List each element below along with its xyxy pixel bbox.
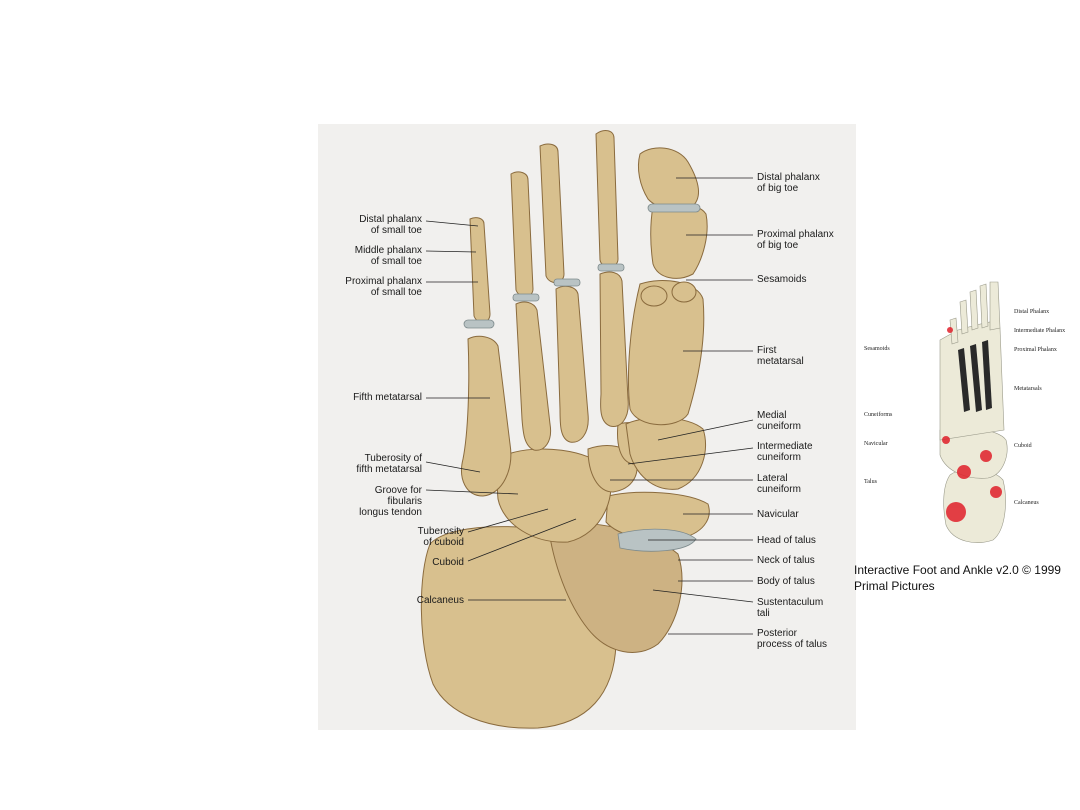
label-navicular: Navicular xyxy=(757,509,799,520)
mini-highlight xyxy=(980,450,992,462)
leader-line xyxy=(425,220,479,227)
label-medial-cuneiform: Medial cuneiform xyxy=(757,410,801,432)
leader-line xyxy=(425,489,519,495)
mini-metatarsal-shadow xyxy=(958,348,970,412)
mini-label-talus: Talus xyxy=(864,479,877,485)
mini-toe-2 xyxy=(979,283,989,329)
label-groove-fibularis: Groove for fibularis longus tendon xyxy=(359,485,422,518)
cuboid-bone xyxy=(497,448,612,543)
mini-label-distal-phalanx: Distal Phalanx xyxy=(1014,309,1050,315)
joint-cartilage xyxy=(553,278,581,287)
mini-metatarsals xyxy=(939,321,1005,441)
mini-metatarsal-shadow xyxy=(982,340,992,410)
second-toe-bones xyxy=(595,130,619,268)
joint-cartilage xyxy=(463,319,495,329)
joint-cartilage xyxy=(647,203,701,213)
figure-caption: Interactive Foot and Ankle v2.0 © 1999 P… xyxy=(854,563,1061,593)
mini-metatarsal-shadow xyxy=(970,344,982,412)
big-toe-distal-phalanx-bone xyxy=(637,147,699,210)
label-cuboid: Cuboid xyxy=(432,557,464,568)
leader-line xyxy=(467,518,577,562)
mini-toe-4 xyxy=(959,299,969,335)
mini-label-cuboid: Cuboid xyxy=(1014,443,1032,449)
mini-label-proximal-phalanx: Proximal Phalanx xyxy=(1014,347,1057,353)
leader-line xyxy=(652,589,754,603)
mini-highlight xyxy=(942,436,950,444)
label-distal-phalanx-small-toe: Distal phalanx of small toe xyxy=(359,214,422,236)
label-first-metatarsal: First metatarsal xyxy=(757,345,804,367)
second-metatarsal-bone xyxy=(599,271,629,428)
leader-line xyxy=(425,250,477,253)
leader-line xyxy=(425,461,481,473)
mini-toe-5 xyxy=(949,317,959,345)
mini-highlight xyxy=(990,486,1002,498)
mini-label-sesamoids: Sesamoids xyxy=(864,346,890,352)
fifth-toe-bones xyxy=(469,217,491,323)
joint-cartilage xyxy=(597,263,625,272)
mini-label-calcaneus: Calcaneus xyxy=(1014,500,1039,506)
label-intermediate-cuneiform: Intermediate cuneiform xyxy=(757,441,813,463)
mini-label-navicular: Navicular xyxy=(864,441,888,447)
mini-highlight xyxy=(946,502,966,522)
leader-line xyxy=(627,447,754,465)
label-sustentaculum-tali: Sustentaculum tali xyxy=(757,597,824,619)
sesamoid-lateral xyxy=(640,285,668,307)
label-tuberosity-fifth-metatarsal: Tuberosity of fifth metatarsal xyxy=(356,453,422,475)
sesamoid-medial xyxy=(671,281,697,303)
first-metatarsal-bone xyxy=(627,280,705,426)
mini-highlight xyxy=(947,327,953,333)
third-toe-bones xyxy=(539,143,565,283)
label-middle-phalanx-small-toe: Middle phalanx of small toe xyxy=(354,245,422,267)
foot-anatomy-figure: Distal phalanx of small toe Middle phala… xyxy=(318,124,856,730)
fourth-toe-bones xyxy=(510,171,534,298)
mini-foot-figure: Distal Phalanx Intermediate Phalanx Prox… xyxy=(858,280,1080,560)
label-fifth-metatarsal: Fifth metatarsal xyxy=(353,392,422,403)
label-sesamoids: Sesamoids xyxy=(757,274,807,285)
third-metatarsal-bone xyxy=(555,285,589,443)
mini-foot-drawing xyxy=(939,281,1008,543)
fourth-metatarsal-bone xyxy=(515,301,552,451)
mini-label-cuneiforms: Cuneiforms xyxy=(864,412,893,418)
mini-label-intermediate-phalanx: Intermediate Phalanx xyxy=(1014,328,1066,334)
label-proximal-phalanx-big-toe: Proximal phalanx of big toe xyxy=(757,229,834,251)
leader-line xyxy=(467,508,549,533)
medial-cuneiform-bone xyxy=(625,417,707,490)
label-lateral-cuneiform: Lateral cuneiform xyxy=(757,473,801,495)
foot-bones-drawing xyxy=(420,130,754,729)
label-proximal-phalanx-small-toe: Proximal phalanx of small toe xyxy=(345,276,422,298)
label-body-of-talus: Body of talus xyxy=(757,576,815,587)
leader-line xyxy=(657,419,754,441)
label-tuberosity-cuboid: Tuberosity of cuboid xyxy=(417,526,464,548)
mini-toe-1 xyxy=(989,281,1001,331)
mini-toe-3 xyxy=(969,289,979,331)
fifth-metatarsal-bone xyxy=(461,335,512,497)
joint-cartilage xyxy=(512,293,540,302)
big-toe-proximal-phalanx-bone xyxy=(650,202,708,279)
mini-label-metatarsals: Metatarsals xyxy=(1014,386,1042,392)
mini-highlight xyxy=(957,465,971,479)
label-head-of-talus: Head of talus xyxy=(757,535,816,546)
label-neck-of-talus: Neck of talus xyxy=(757,555,815,566)
label-calcaneus: Calcaneus xyxy=(416,595,464,606)
label-posterior-process-talus: Posterior process of talus xyxy=(757,628,828,650)
label-distal-phalanx-big-toe: Distal phalanx of big toe xyxy=(757,172,820,194)
